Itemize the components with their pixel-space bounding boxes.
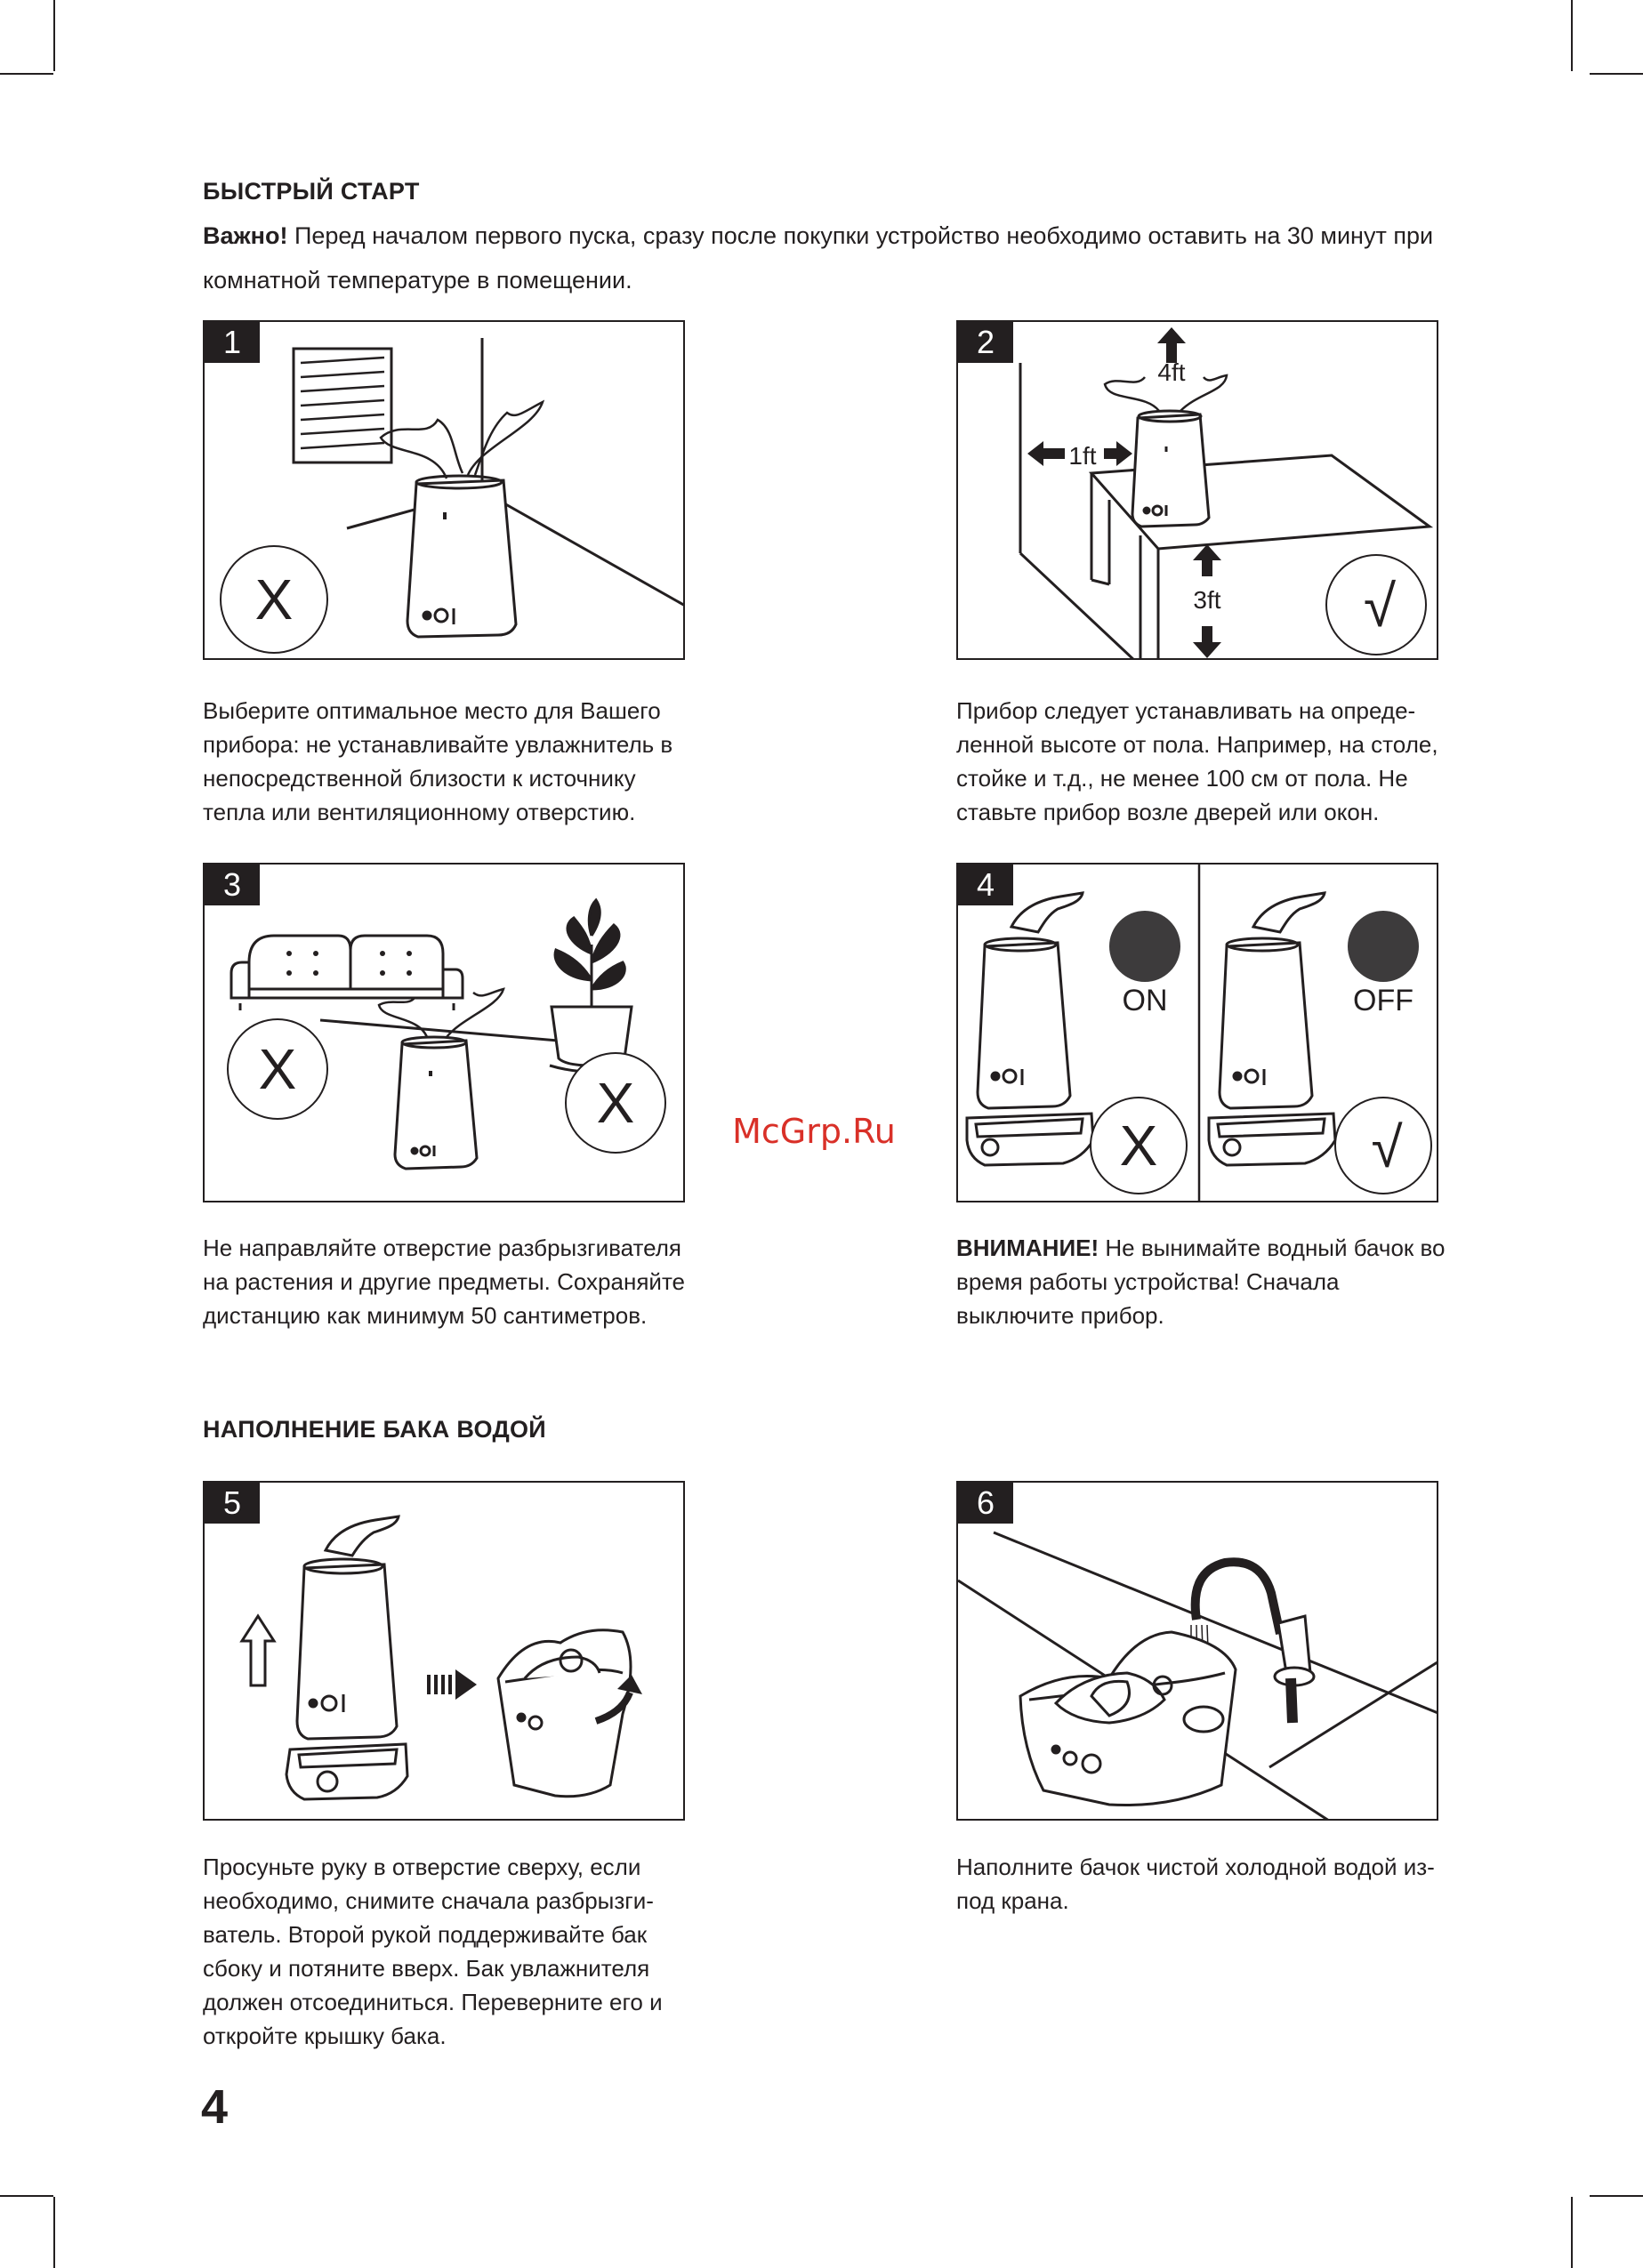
crop-mark xyxy=(1571,0,1573,71)
step-number: 5 xyxy=(205,1483,260,1524)
step-1-panel: 1 X xyxy=(203,320,685,660)
crop-mark xyxy=(53,2197,55,2268)
step-5-caption: Просуньте руку в отверстие сверху, если … xyxy=(203,1854,663,2049)
wrong-mark: X xyxy=(597,1071,635,1135)
step-6-caption: Наполните бачок чистой холодной водой из… xyxy=(956,1854,1435,1914)
step-4-caption: ВНИМАНИЕ! Не вынимайте водный бачок во в… xyxy=(956,1231,1454,1332)
step-3-caption: Не направляйте отверстие разбрызгивателя… xyxy=(203,1235,686,1329)
wrong-mark: X xyxy=(259,1037,297,1101)
step-number: 4 xyxy=(958,865,1013,905)
step-5-panel: 5 xyxy=(203,1481,685,1821)
step-3-panel: 3 X X xyxy=(203,863,685,1202)
step-4-panel: 4 ON X OFF √ xyxy=(956,863,1438,1202)
crop-mark xyxy=(53,0,55,71)
clearance-top-label: 4ft xyxy=(1157,358,1185,386)
step-6-illustration xyxy=(958,1531,1437,1819)
wrong-mark: X xyxy=(255,567,294,631)
section-title-fill-tank: НАПОЛНЕНИЕ БАКА ВОДОЙ xyxy=(203,1416,547,1443)
step-number: 6 xyxy=(958,1483,1013,1524)
crop-mark xyxy=(0,73,53,75)
step-2-illustration: 4ft 1ft 3ft √ xyxy=(1019,327,1434,658)
wrong-mark: X xyxy=(1120,1114,1158,1178)
step-4-illustration: ON X OFF √ xyxy=(965,865,1432,1201)
step-1-illustration: X xyxy=(220,338,683,654)
important-text: Перед началом первого пуска, сразу после… xyxy=(203,222,1434,294)
correct-mark: √ xyxy=(1364,573,1397,639)
crop-mark xyxy=(1571,2197,1573,2268)
step-number: 1 xyxy=(205,322,260,363)
warning-label: ВНИМАНИЕ! xyxy=(956,1235,1099,1261)
section-title-quick-start: БЫСТРЫЙ СТАРТ xyxy=(203,178,420,205)
watermark: McGrp.Ru xyxy=(732,1112,896,1151)
step-2-caption: Прибор следует устанавливать на опреде­л… xyxy=(956,697,1438,825)
step-2-panel: 2 4ft 1ft 3ft √ xyxy=(956,320,1438,660)
step-3-illustration: X X xyxy=(227,897,666,1170)
crop-mark xyxy=(1590,73,1643,75)
step-number: 2 xyxy=(958,322,1013,363)
clearance-side-label: 1ft xyxy=(1068,442,1096,470)
step-number: 3 xyxy=(205,865,260,905)
page-number: 4 xyxy=(201,2080,229,2134)
crop-mark xyxy=(0,2195,53,2197)
step-6-panel: 6 xyxy=(956,1481,1438,1821)
correct-mark: √ xyxy=(1371,1115,1403,1179)
crop-mark xyxy=(1590,2195,1643,2197)
important-note: Важно! Перед началом первого пуска, сраз… xyxy=(203,213,1448,302)
step-1-caption: Выберите оптимальное место для Вашего пр… xyxy=(203,697,673,825)
step-5-illustration xyxy=(239,1515,642,1801)
important-label: Важно! xyxy=(203,222,288,249)
clearance-bottom-label: 3ft xyxy=(1193,586,1220,614)
off-label: OFF xyxy=(1353,984,1413,1017)
warning-text: Не вынимайте водный бачок во время работ… xyxy=(956,1235,1446,1329)
on-label: ON xyxy=(1123,984,1168,1017)
